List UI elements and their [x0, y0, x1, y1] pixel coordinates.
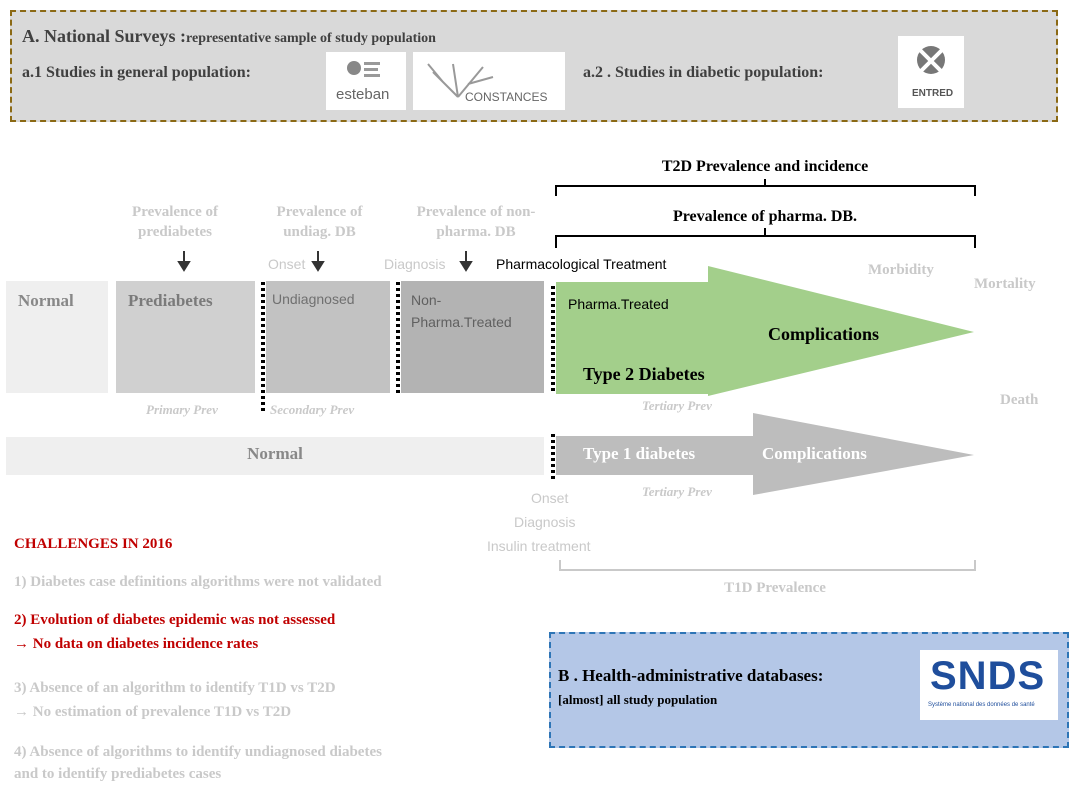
death-label: Death	[1000, 392, 1039, 408]
t1d-insulin-label: Insulin treatment	[487, 538, 591, 554]
t1d-onset-label: Onset	[531, 490, 569, 506]
down-arrows	[177, 251, 473, 272]
undiagnosed-stage-label: Undiagnosed	[272, 291, 355, 307]
snds-logo-caption: Système national des données de santé	[928, 702, 1035, 708]
t1d-diagnosis-label: Diagnosis	[514, 514, 576, 530]
normal-t1-label: Normal	[247, 444, 303, 463]
type2-diabetes-label: Type 2 Diabetes	[583, 364, 705, 384]
tree-icon	[427, 63, 494, 98]
type1-diabetes-label: Type 1 diabetes	[583, 444, 696, 463]
t2d-bracket-label: T2D Prevalence and incidence	[661, 158, 869, 175]
databases-title: B . Health-administrative databases:	[558, 666, 824, 685]
constances-logo-text: CONSTANCES	[465, 90, 548, 104]
challenge-2-line2: → No data on diabetes incidence rates	[14, 636, 259, 652]
diabetic-population-label: a.2 . Studies in diabetic population:	[583, 64, 824, 81]
onset-label: Onset	[268, 256, 306, 272]
entred-figure-icon	[917, 46, 945, 74]
constances-logo: CONSTANCES	[413, 52, 565, 110]
prediabetes-prevalence-label: Prevalence of prediabetes	[132, 204, 218, 240]
mortality-label: Mortality	[974, 276, 1036, 292]
challenge-2-line1: 2) Evolution of diabetes epidemic was no…	[14, 612, 336, 628]
esteban-logo: esteban	[326, 52, 406, 110]
surveys-subtitle: representative sample of study populatio…	[186, 31, 436, 46]
entred-logo-text: ENTRED	[912, 88, 954, 99]
challenge-1: 1) Diabetes case definitions algorithms …	[14, 574, 382, 590]
morbidity-label: Morbidity	[868, 262, 934, 278]
diagnosis-label: Diagnosis	[384, 256, 446, 272]
challenge-3-line2: → No estimation of prevalence T1D vs T2D	[14, 704, 292, 720]
prediabetes-stage-label: Prediabetes	[128, 291, 213, 310]
primary-prevention-label: Primary Prev	[146, 402, 218, 417]
normal-stage-label: Normal	[18, 291, 74, 310]
tertiary-prevention-t1-label: Tertiary Prev	[642, 484, 712, 499]
entred-logo: ENTRED	[898, 36, 964, 108]
undiag-prevalence-label: Prevalence of undiag. DB	[276, 204, 363, 240]
normal-t1-stage: Normal	[6, 437, 544, 475]
normal-stage: Normal	[6, 281, 108, 393]
challenge-3-line1: 3) Absence of an algorithm to identify T…	[14, 680, 336, 696]
pharma-treated-label: Pharma.Treated	[568, 296, 669, 312]
tertiary-prevention-t2-label: Tertiary Prev	[642, 398, 712, 413]
complications-t1-label: Complications	[762, 444, 867, 463]
databases-subtitle: [almost] all study population	[558, 692, 718, 707]
undiagnosed-stage: Undiagnosed	[266, 281, 390, 393]
surveys-title-text: A. National Surveys :	[22, 26, 187, 46]
type2-diabetes-arrow	[556, 266, 974, 396]
pharma-treatment-label: Pharmacological Treatment	[496, 256, 667, 272]
type1-diabetes-arrow	[556, 413, 974, 495]
non-pharma-stage: Non-Pharma.Treated	[401, 281, 544, 393]
challenge-4-line2: and to identify prediabetes cases	[14, 766, 222, 782]
pharma-bracket-label: Prevalence of pharma. DB.	[672, 208, 858, 225]
esteban-logo-text: esteban	[336, 86, 390, 103]
nonpharma-prevalence-label: Prevalence of non-pharma. DB	[416, 204, 536, 240]
t1d-prevalence-label: T1D Prevalence	[724, 580, 826, 596]
top-brackets	[555, 179, 976, 248]
non-pharma-stage-label: Non-Pharma.Treated	[411, 292, 512, 330]
complications-t2-label: Complications	[768, 324, 880, 344]
secondary-prevention-label: Secondary Prev	[270, 402, 355, 417]
national-surveys-title: A. National Surveys :representative samp…	[22, 26, 436, 47]
snds-logo: SNDS Système national des données de san…	[920, 650, 1058, 720]
challenge-4-line1: 4) Absence of algorithms to identify und…	[14, 744, 382, 760]
esteban-logo-icon	[347, 61, 380, 77]
snds-logo-text: SNDS	[930, 654, 1046, 698]
challenges-title: CHALLENGES IN 2016	[14, 536, 173, 552]
general-population-label: a.1 Studies in general population:	[22, 64, 251, 81]
prediabetes-stage: Prediabetes	[116, 281, 255, 393]
